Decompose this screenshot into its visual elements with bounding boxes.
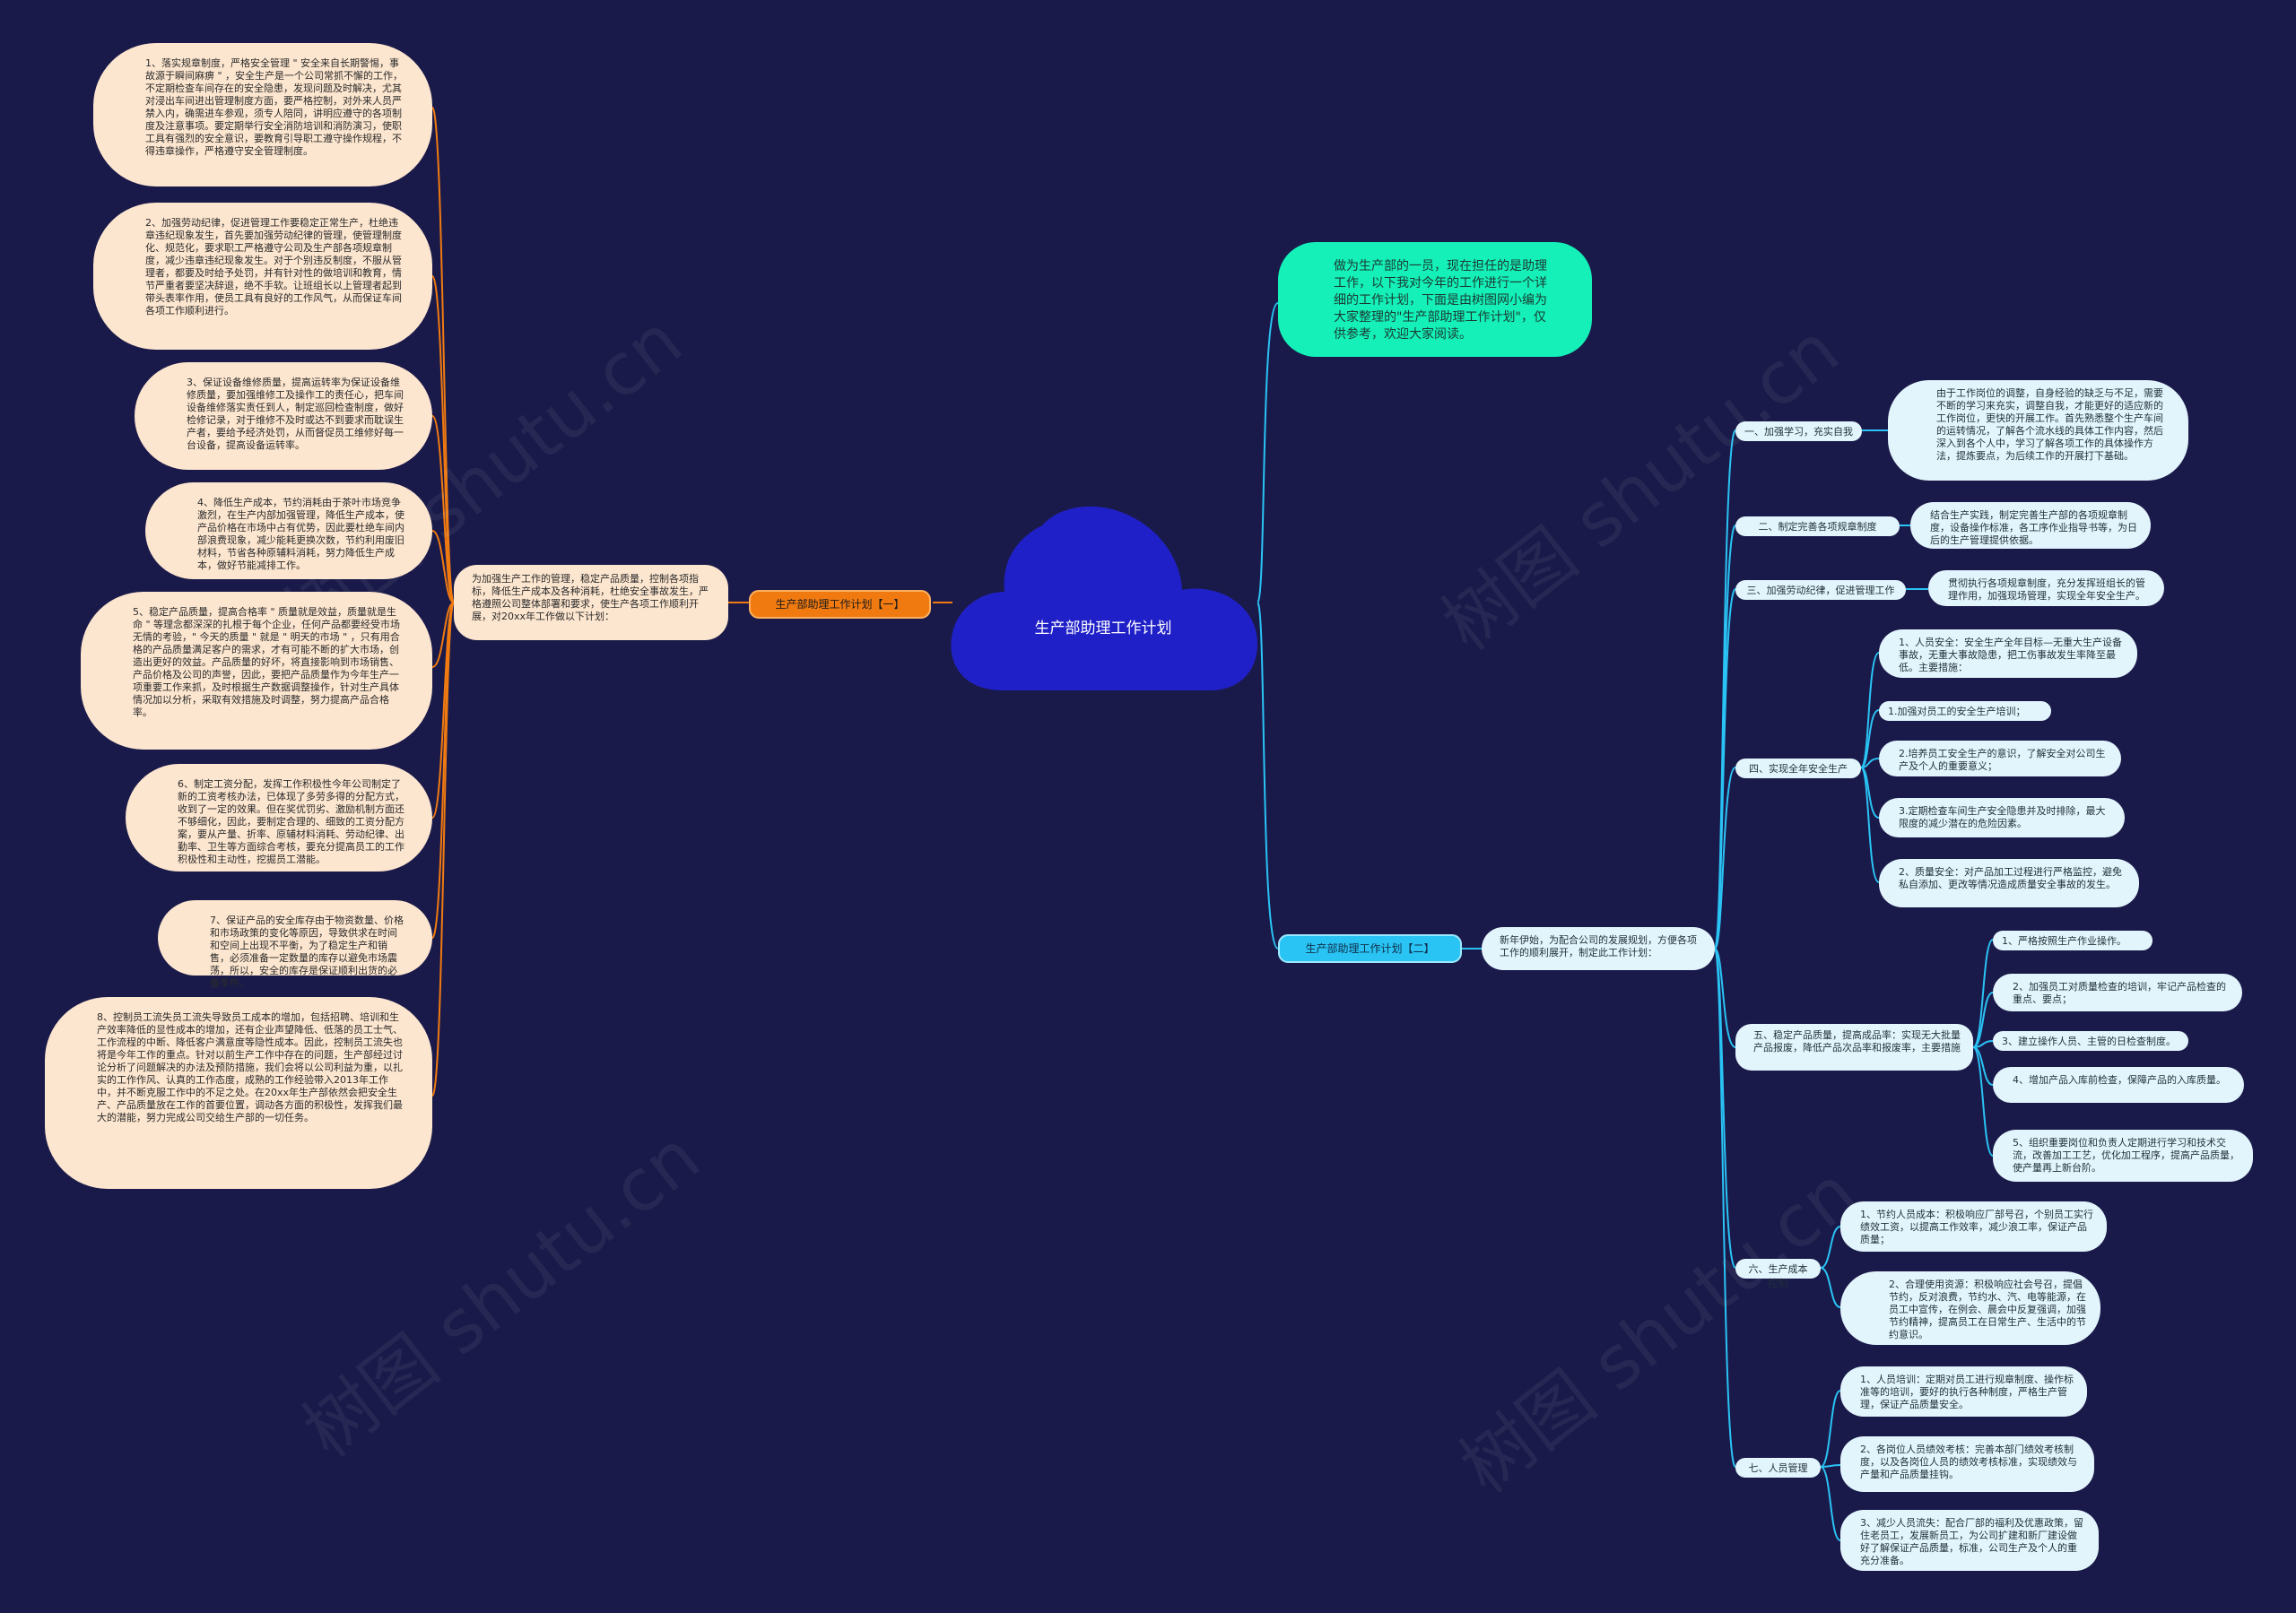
section-2[interactable]: 二、制定完善各项规章制度 xyxy=(1735,516,1900,536)
plan-1-item-text: 3、保证设备维修质量，提高运转率为保证设备维修质量，要加强维修工及操作工的责任心… xyxy=(187,377,404,451)
plan-1-item-5[interactable]: 5、稳定产品质量，提高合格率 " 质量就是效益，质量就是生命 " 等理念都深深的… xyxy=(81,592,432,750)
section-3[interactable]: 三、加强劳动纪律，促进管理工作 xyxy=(1735,580,1906,600)
branch-plan-1[interactable]: 生产部助理工作计划【一】 xyxy=(749,590,931,619)
plan-1-item-2[interactable]: 2、加强劳动纪律，促进管理工作要稳定正常生产，杜绝违章违纪现象发生，首先要加强劳… xyxy=(93,203,432,350)
plan-1-item-text: 6、制定工资分配，发挥工作积极性今年公司制定了新的工资考核办法，已体现了多劳多得… xyxy=(178,778,404,865)
section-4[interactable]: 四、实现全年安全生产 xyxy=(1735,759,1861,778)
plan-1-item-3[interactable]: 3、保证设备维修质量，提高运转率为保证设备维修质量，要加强维修工及操作工的责任心… xyxy=(135,362,432,470)
plan-1-item-text: 5、稳定产品质量，提高合格率 " 质量就是效益，质量就是生命 " 等理念都深深的… xyxy=(133,606,401,718)
section-4-item-4[interactable]: 3.定期检查车间生产安全隐患并及时排除，最大限度的减少潜在的危险因素。 xyxy=(1879,798,2125,837)
plan-1-item-7[interactable]: 7、保证产品的安全库存由于物资数量、价格和市场政策的变化等原因，导致供求在时间和… xyxy=(158,900,432,989)
section-1-item-1[interactable]: 由于工作岗位的调整，自身经验的缺乏与不足，需要不断的学习来充实，调整自我，才能更… xyxy=(1888,380,2188,481)
section-5[interactable]: 五、稳定产品质量，提高成品率：实现无大批量产品报废，降低产品次品率和报废率，主要… xyxy=(1735,1024,1973,1071)
section-3-item-1[interactable]: 贯彻执行各项规章制度，充分发挥班组长的管理作用，加强现场管理，实现全年安全生产。 xyxy=(1928,570,2164,606)
section-1[interactable]: 一、加强学习，充实自我 xyxy=(1735,421,1862,441)
plan-1-item-6[interactable]: 6、制定工资分配，发挥工作积极性今年公司制定了新的工资考核办法，已体现了多劳多得… xyxy=(126,764,432,872)
plan-1-item-text: 2、加强劳动纪律，促进管理工作要稳定正常生产，杜绝违章违纪现象发生，首先要加强劳… xyxy=(145,217,402,317)
intro-note[interactable]: 做为生产部的一员，现在担任的是助理工作，以下我对今年的工作进行一个详细的工作计划… xyxy=(1278,242,1592,357)
section-4-item-5[interactable]: 2、质量安全：对产品加工过程进行严格监控，避免私自添加、更改等情况造成质量安全事… xyxy=(1879,859,2139,907)
section-6-item-2[interactable]: 2、合理使用资源：积极响应社会号召，提倡节约，反对浪费，节约水、汽、电等能源，在… xyxy=(1840,1271,2100,1345)
plan-1-item-text: 1、落实规章制度，严格安全管理 " 安全来自长期警惕，事故源于瞬间麻痹 " ，安… xyxy=(145,57,404,157)
plan-1-item-1[interactable]: 1、落实规章制度，严格安全管理 " 安全来自长期警惕，事故源于瞬间麻痹 " ，安… xyxy=(93,43,432,186)
section-6-item-1[interactable]: 1、节约人员成本：积极响应厂部号召，个别员工实行绩效工资，以提高工作效率，减少浪… xyxy=(1840,1201,2107,1252)
section-6[interactable]: 六、生产成本控制 xyxy=(1735,1259,1821,1289)
plan-2-intro[interactable]: 新年伊始，为配合公司的发展规划，方便各项工作的顺利展开，制定此工作计划： xyxy=(1482,927,1715,970)
plan-1-item-text: 7、保证产品的安全库存由于物资数量、价格和市场政策的变化等原因，导致供求在时间和… xyxy=(210,915,404,989)
section-5-item-3[interactable]: 3、建立操作人员、主管的日检查制度。 xyxy=(1993,1031,2188,1051)
section-7-item-1[interactable]: 1、人员培训：定期对员工进行规章制度、操作标准等的培训，要好的执行各种制度，严格… xyxy=(1840,1366,2087,1417)
plan-1-item-text: 4、降低生产成本，节约消耗由于茶叶市场竞争激烈，在生产内部加强管理，降低生产成本… xyxy=(197,497,404,571)
center-topic[interactable]: 生产部助理工作计划 xyxy=(1034,620,1172,637)
section-5-item-4[interactable]: 4、增加产品入库前检查，保障产品的入库质量。 xyxy=(1993,1067,2244,1103)
branch-plan-2[interactable]: 生产部助理工作计划【二】 xyxy=(1278,934,1462,963)
section-2-item-1[interactable]: 结合生产实践，制定完善生产部的各项规章制度，设备操作标准，各工序作业指导书等，为… xyxy=(1910,502,2151,549)
section-5-item-5[interactable]: 5、组织重要岗位和负责人定期进行学习和技术交流，改善加工工艺，优化加工程序，提高… xyxy=(1993,1130,2253,1182)
plan-1-intro[interactable]: 为加强生产工作的管理，稳定产品质量，控制各项指标，降低生产成本及各种消耗，杜绝安… xyxy=(454,565,728,640)
plan-1-item-text: 8、控制员工流失员工流失导致员工成本的增加，包括招聘、培训和生产效率降低的显性成… xyxy=(97,1011,403,1123)
section-7[interactable]: 七、人员管理 xyxy=(1735,1458,1821,1478)
section-4-item-2[interactable]: 1.加强对员工的安全生产培训； xyxy=(1879,701,2051,721)
plan-1-item-8[interactable]: 8、控制员工流失员工流失导致员工成本的增加，包括招聘、培训和生产效率降低的显性成… xyxy=(45,997,432,1189)
cloud-shape xyxy=(951,506,1257,690)
plan-1-item-4[interactable]: 4、降低生产成本，节约消耗由于茶叶市场竞争激烈，在生产内部加强管理，降低生产成本… xyxy=(145,482,432,579)
section-4-item-1[interactable]: 1、人员安全：安全生产全年目标—无重大生产设备事故，无重大事故隐患，把工伤事故发… xyxy=(1879,629,2137,678)
section-7-item-3[interactable]: 3、减少人员流失：配合厂部的福利及优惠政策，留住老员工，发展新员工，为公司扩建和… xyxy=(1840,1510,2099,1571)
section-5-item-2[interactable]: 2、加强员工对质量检查的培训，牢记产品检查的重点、要点； xyxy=(1993,974,2242,1011)
section-7-item-2[interactable]: 2、各岗位人员绩效考核：完善本部门绩效考核制度，以及各岗位人员的绩效考核标准，实… xyxy=(1840,1436,2094,1492)
section-4-item-3[interactable]: 2.培养员工安全生产的意识，了解安全对公司生产及个人的重要意义； xyxy=(1879,741,2121,776)
section-5-item-1[interactable]: 1、严格按照生产作业操作。 xyxy=(1993,931,2152,950)
